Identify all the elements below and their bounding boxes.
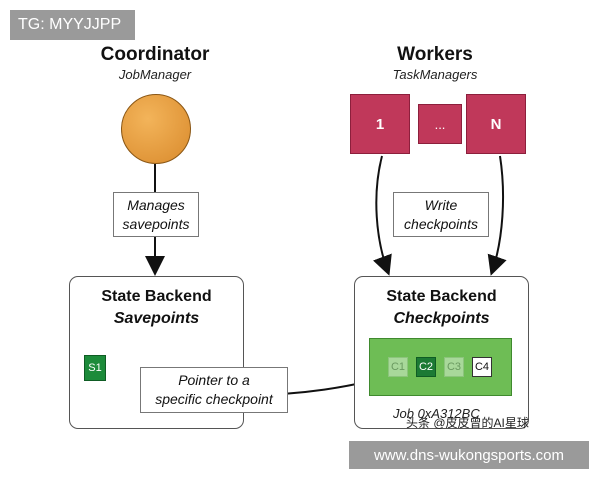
write-line-1: Write — [424, 196, 458, 213]
checkpoint-c4: C4 — [472, 357, 492, 377]
coordinator-subtitle: JobManager — [118, 67, 192, 82]
footer-url: www.dns-wukongsports.com — [349, 441, 589, 469]
checkpoint-c1: C1 — [388, 357, 408, 377]
checkpoint-c3: C3 — [444, 357, 464, 377]
credit-watermark: 头条 @皮皮曾的AI星球 — [406, 416, 529, 430]
checkpoints-backend-subtitle: Checkpoints — [393, 310, 490, 327]
watermark-tag: TG: MYYJJPP — [10, 10, 135, 40]
checkpoint-c2: C2 — [416, 357, 436, 377]
job-id-label: Job 0xA312BC — [393, 406, 480, 421]
savepoint-s1: S1 — [84, 355, 106, 381]
manages-line-1: Manages — [127, 196, 185, 213]
manages-line-2: savepoints — [122, 215, 190, 232]
worker-node-ellipsis: ... — [418, 104, 462, 144]
savepoints-backend-title: State Backend — [101, 288, 212, 305]
savepoints-backend-subtitle: Savepoints — [113, 310, 200, 327]
manages-savepoints-label: Manages savepoints — [113, 192, 199, 237]
pointer-label: Pointer to a specific checkpoint — [140, 367, 288, 413]
write-checkpoints-label: Write checkpoints — [393, 192, 489, 237]
checkpoints-backend-title: State Backend — [386, 288, 497, 305]
workers-subtitle: TaskManagers — [392, 67, 478, 82]
write-line-2: checkpoints — [404, 215, 478, 232]
worker-node-n: N — [466, 94, 526, 154]
pointer-line-1: Pointer to a — [178, 372, 250, 388]
worker-n-arrow — [487, 155, 507, 276]
coordinator-title: Coordinator — [100, 44, 210, 65]
worker-1-arrow — [373, 155, 392, 276]
coordinator-node — [121, 94, 191, 164]
worker-node-1: 1 — [350, 94, 410, 154]
pointer-line-2: specific checkpoint — [155, 391, 273, 407]
workers-title: Workers — [397, 44, 473, 65]
